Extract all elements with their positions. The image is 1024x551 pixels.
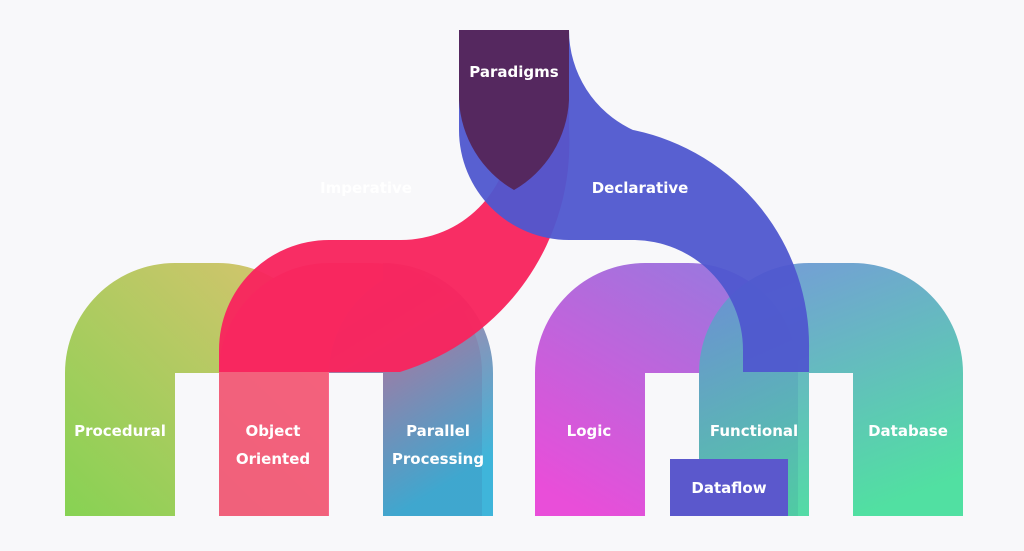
paradigms-label: Paradigms [469,63,559,81]
functional-label: Functional [709,422,799,440]
object-oriented-label: Object Oriented [236,417,310,473]
paradigms-root [459,30,569,190]
dataflow-label: Dataflow [691,479,767,497]
object-oriented-line2: Oriented [235,450,311,468]
parallel-processing-line2: Processing [391,450,485,468]
procedural-label: Procedural [74,422,166,440]
parallel-processing-label: Parallel Processing [392,417,484,473]
logic-label: Logic [566,422,612,440]
parallel-processing-line1: Parallel [406,422,470,440]
database-label: Database [868,422,948,440]
declarative-label: Declarative [591,179,689,197]
imperative-label: Imperative [320,179,412,197]
dataflow-box [670,459,788,516]
imperative-band [219,30,570,372]
object-oriented-line1: Object [245,422,301,440]
